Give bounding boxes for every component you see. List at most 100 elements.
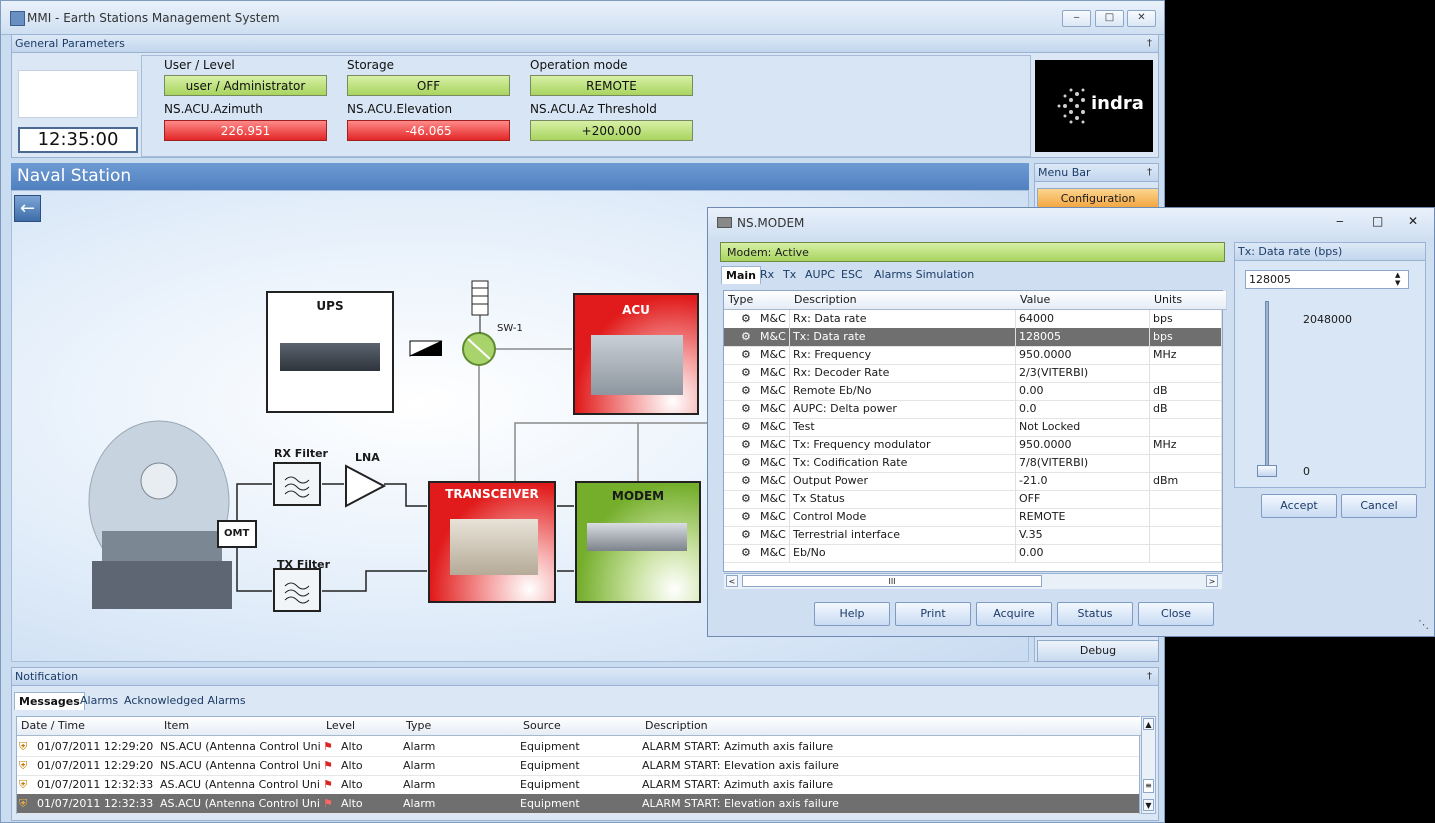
row-value: 128005 <box>1016 328 1150 346</box>
pin-icon[interactable]: † <box>1147 671 1152 682</box>
gear-icon: ⚙ <box>741 510 751 523</box>
accept-button[interactable]: Accept <box>1261 494 1337 518</box>
col-type[interactable]: Type <box>402 717 524 736</box>
col-type[interactable]: Type <box>724 291 795 310</box>
omt-label[interactable]: OMT <box>224 528 250 539</box>
acu-block[interactable]: ACU <box>573 293 699 415</box>
tab-messages[interactable]: Messages <box>14 692 85 710</box>
row-value: 64000 <box>1016 310 1150 328</box>
tab-rx[interactable]: Rx <box>760 268 775 281</box>
row-units: dBm <box>1150 472 1222 490</box>
row-item: NS.ACU (Antenna Control Unit) <box>160 740 320 753</box>
messages-scrollbar[interactable]: ▲ ≡ ▼ <box>1141 716 1156 814</box>
row-units <box>1150 508 1222 526</box>
acu-device-icon <box>591 335 683 395</box>
tab-esc[interactable]: ESC <box>841 268 863 281</box>
row-type: M&C <box>724 472 790 490</box>
table-row[interactable]: ⛨ 01/07/2011 12:29:20 NS.ACU (Antenna Co… <box>17 756 1139 776</box>
pin-icon[interactable]: † <box>1147 38 1152 49</box>
row-level: Alto <box>341 778 363 791</box>
help-button[interactable]: Help <box>814 602 890 626</box>
modem-maximize-button[interactable]: □ <box>1372 214 1384 228</box>
tab-alarms-simulation[interactable]: Alarms Simulation <box>874 268 975 281</box>
param-label-azimuth: NS.ACU.Azimuth <box>164 102 263 116</box>
scroll-thumb[interactable]: ≡ <box>1143 779 1154 793</box>
general-parameters-title: General Parameters <box>15 37 125 50</box>
table-row[interactable]: ⛨ 01/07/2011 12:32:33 AS.ACU (Antenna Co… <box>17 794 1139 814</box>
resize-grip-icon[interactable]: ⋱ <box>1418 618 1429 631</box>
param-value-azimuth: 226.951 <box>164 120 327 141</box>
debug-button[interactable]: Debug <box>1037 640 1159 662</box>
table-row[interactable]: ⛨ 01/07/2011 12:29:20 NS.ACU (Antenna Co… <box>17 737 1139 757</box>
transceiver-block[interactable]: TRANSCEIVER <box>428 481 556 603</box>
scroll-left-icon[interactable]: < <box>726 575 738 587</box>
ups-block[interactable]: UPS <box>266 291 394 413</box>
acquire-button[interactable]: Acquire <box>976 602 1052 626</box>
col-description[interactable]: Description <box>641 717 1144 736</box>
rx-filter-label: RX Filter <box>274 447 328 460</box>
hscroll-thumb[interactable]: III <box>742 575 1042 587</box>
tab-alarms[interactable]: Alarms <box>80 694 119 707</box>
row-type: M&C <box>724 454 790 472</box>
tab-main[interactable]: Main <box>721 266 761 284</box>
alarm-shield-icon: ⛨ <box>19 759 28 772</box>
table-row[interactable]: ⛨ 01/07/2011 12:32:33 AS.ACU (Antenna Co… <box>17 775 1139 795</box>
notification-panel: Notification † Messages Alarms Acknowled… <box>11 667 1159 821</box>
tx-data-rate-input[interactable]: 128005 <box>1245 270 1409 289</box>
tx-data-rate-panel: Tx: Data rate (bps) 128005 ▲▼ 2048000 0 <box>1234 242 1426 488</box>
col-description[interactable]: Description <box>790 291 1021 310</box>
row-description: Remote Eb/No <box>790 382 1016 400</box>
scroll-right-icon[interactable]: > <box>1206 575 1218 587</box>
scroll-down-icon[interactable]: ▼ <box>1143 799 1154 811</box>
modem-block[interactable]: MODEM <box>575 481 701 603</box>
modem-minimize-button[interactable]: ‒ <box>1336 214 1344 228</box>
col-item[interactable]: Item <box>160 717 327 736</box>
spinner-arrows-icon[interactable]: ▲▼ <box>1395 271 1401 287</box>
modem-close-button[interactable]: ✕ <box>1408 214 1419 228</box>
close-button[interactable]: ✕ <box>1127 10 1156 27</box>
row-description: Test <box>790 418 1016 436</box>
close-dialog-button[interactable]: Close <box>1138 602 1214 626</box>
row-units <box>1150 544 1222 562</box>
cancel-button[interactable]: Cancel <box>1341 494 1417 518</box>
back-button[interactable]: ← <box>14 195 41 222</box>
status-button[interactable]: Status <box>1057 602 1133 626</box>
row-value: 0.00 <box>1016 382 1150 400</box>
row-units <box>1150 454 1222 472</box>
modem-hscrollbar[interactable]: < III > <box>724 573 1222 589</box>
configuration-button[interactable]: Configuration <box>1037 188 1159 210</box>
col-source[interactable]: Source <box>519 717 646 736</box>
col-units[interactable]: Units <box>1150 291 1227 310</box>
col-date-time[interactable]: Date / Time <box>17 717 165 736</box>
row-item: NS.ACU (Antenna Control Unit) <box>160 759 320 772</box>
modem-dialog-title-bar: NS.MODEM ‒ □ ✕ <box>708 208 1434 238</box>
maximize-button[interactable]: □ <box>1095 10 1124 27</box>
scroll-up-icon[interactable]: ▲ <box>1143 718 1154 730</box>
tab-acknowledged-alarms[interactable]: Acknowledged Alarms <box>124 694 246 707</box>
col-value[interactable]: Value <box>1016 291 1155 310</box>
slider-track[interactable] <box>1265 301 1269 477</box>
parameters-grid: User / Level user / Administrator Storag… <box>141 55 1031 157</box>
tab-tx[interactable]: Tx <box>783 268 797 281</box>
minimize-button[interactable]: ‒ <box>1062 10 1091 27</box>
print-button[interactable]: Print <box>895 602 971 626</box>
gear-icon: ⚙ <box>741 348 751 361</box>
slider-thumb[interactable] <box>1257 465 1277 477</box>
pin-icon[interactable]: † <box>1147 167 1152 178</box>
col-level[interactable]: Level <box>322 717 407 736</box>
tab-aupc[interactable]: AUPC <box>805 268 835 281</box>
